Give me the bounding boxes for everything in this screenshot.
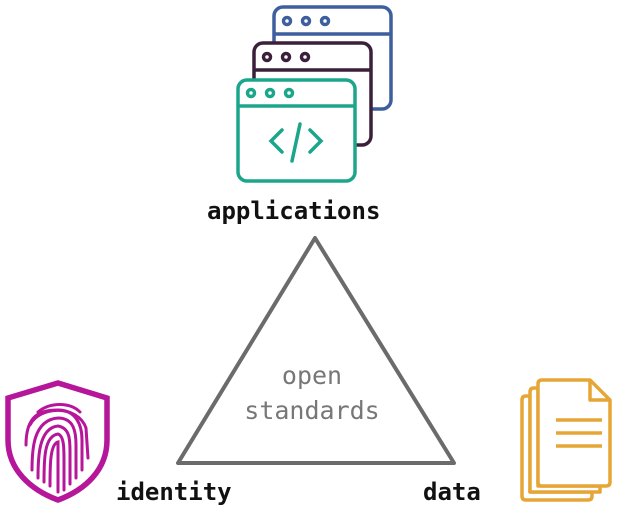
fingerprint-shield-icon <box>5 380 110 503</box>
data-label: data <box>423 478 481 506</box>
triangle <box>176 236 456 465</box>
applications-label: applications <box>207 197 381 225</box>
identity-label: identity <box>116 478 232 506</box>
center-label-line2: standards <box>244 396 380 425</box>
documents-icon <box>520 378 612 502</box>
browser-windows-code-icon <box>236 5 393 183</box>
center-label-line1: open <box>281 361 343 390</box>
